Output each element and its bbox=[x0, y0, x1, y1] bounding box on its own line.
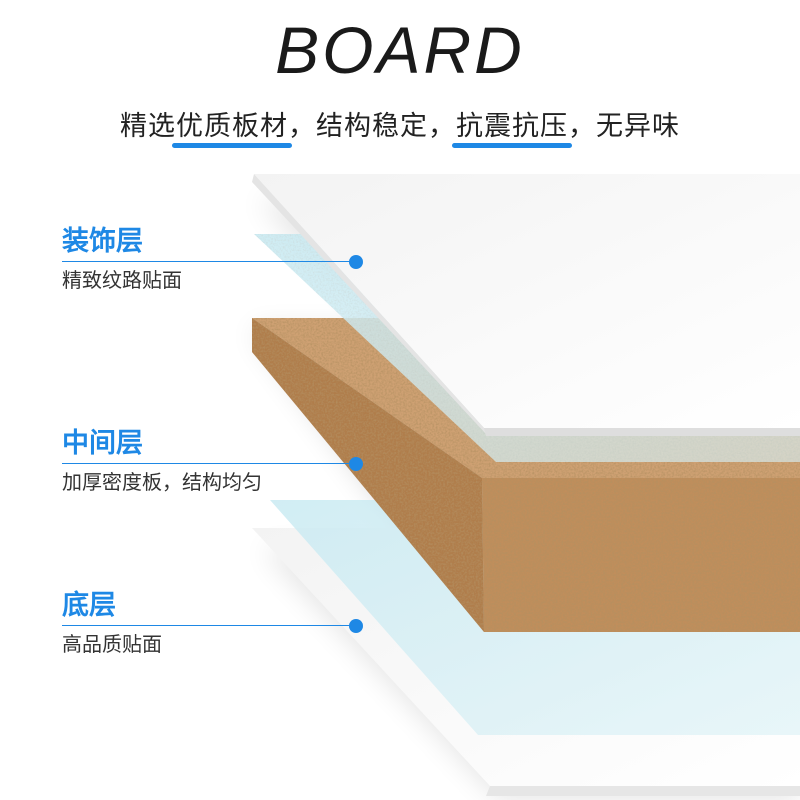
layer-desc-decor: 精致纹路贴面 bbox=[62, 268, 182, 292]
callout-middle-layer: 中间层 加厚密度板，结构均匀 bbox=[62, 428, 262, 494]
layer-name-decor: 装饰层 bbox=[62, 226, 143, 257]
layer-desc-bottom: 高品质贴面 bbox=[62, 632, 162, 656]
subtitle-highlight-2: 抗震抗压 bbox=[456, 111, 568, 142]
top-white-board-edge bbox=[252, 174, 486, 434]
layer-desc-middle: 加厚密度板，结构均匀 bbox=[62, 470, 262, 494]
leader-line-middle bbox=[62, 463, 356, 464]
leader-line-decor bbox=[62, 261, 356, 262]
leader-line-bottom bbox=[62, 625, 356, 626]
cork-board-side bbox=[252, 318, 484, 632]
subtitle-highlight-1: 优质板材 bbox=[176, 111, 288, 142]
layer-name-bottom: 底层 bbox=[62, 590, 116, 621]
subtitle-part-5: ，无异味 bbox=[568, 111, 680, 142]
cork-board-front bbox=[482, 478, 800, 632]
top-white-board-front bbox=[484, 428, 800, 436]
callout-decor-layer: 装饰层 精致纹路贴面 bbox=[62, 226, 182, 292]
marker-dot-decor bbox=[349, 255, 363, 269]
marker-dot-bottom bbox=[349, 619, 363, 633]
page-title: BOARD bbox=[275, 13, 525, 87]
layer-name-middle: 中间层 bbox=[62, 428, 143, 459]
page-subtitle: 精选优质板材，结构稳定，抗震抗压，无异味 bbox=[0, 104, 800, 143]
subtitle-part-3: ，结构稳定， bbox=[288, 111, 456, 142]
top-white-board bbox=[254, 174, 800, 428]
bottom-white-board-edge bbox=[486, 786, 800, 796]
subtitle-part-1: 精选 bbox=[120, 111, 176, 142]
callout-bottom-layer: 底层 高品质贴面 bbox=[62, 590, 162, 656]
marker-dot-middle bbox=[349, 457, 363, 471]
